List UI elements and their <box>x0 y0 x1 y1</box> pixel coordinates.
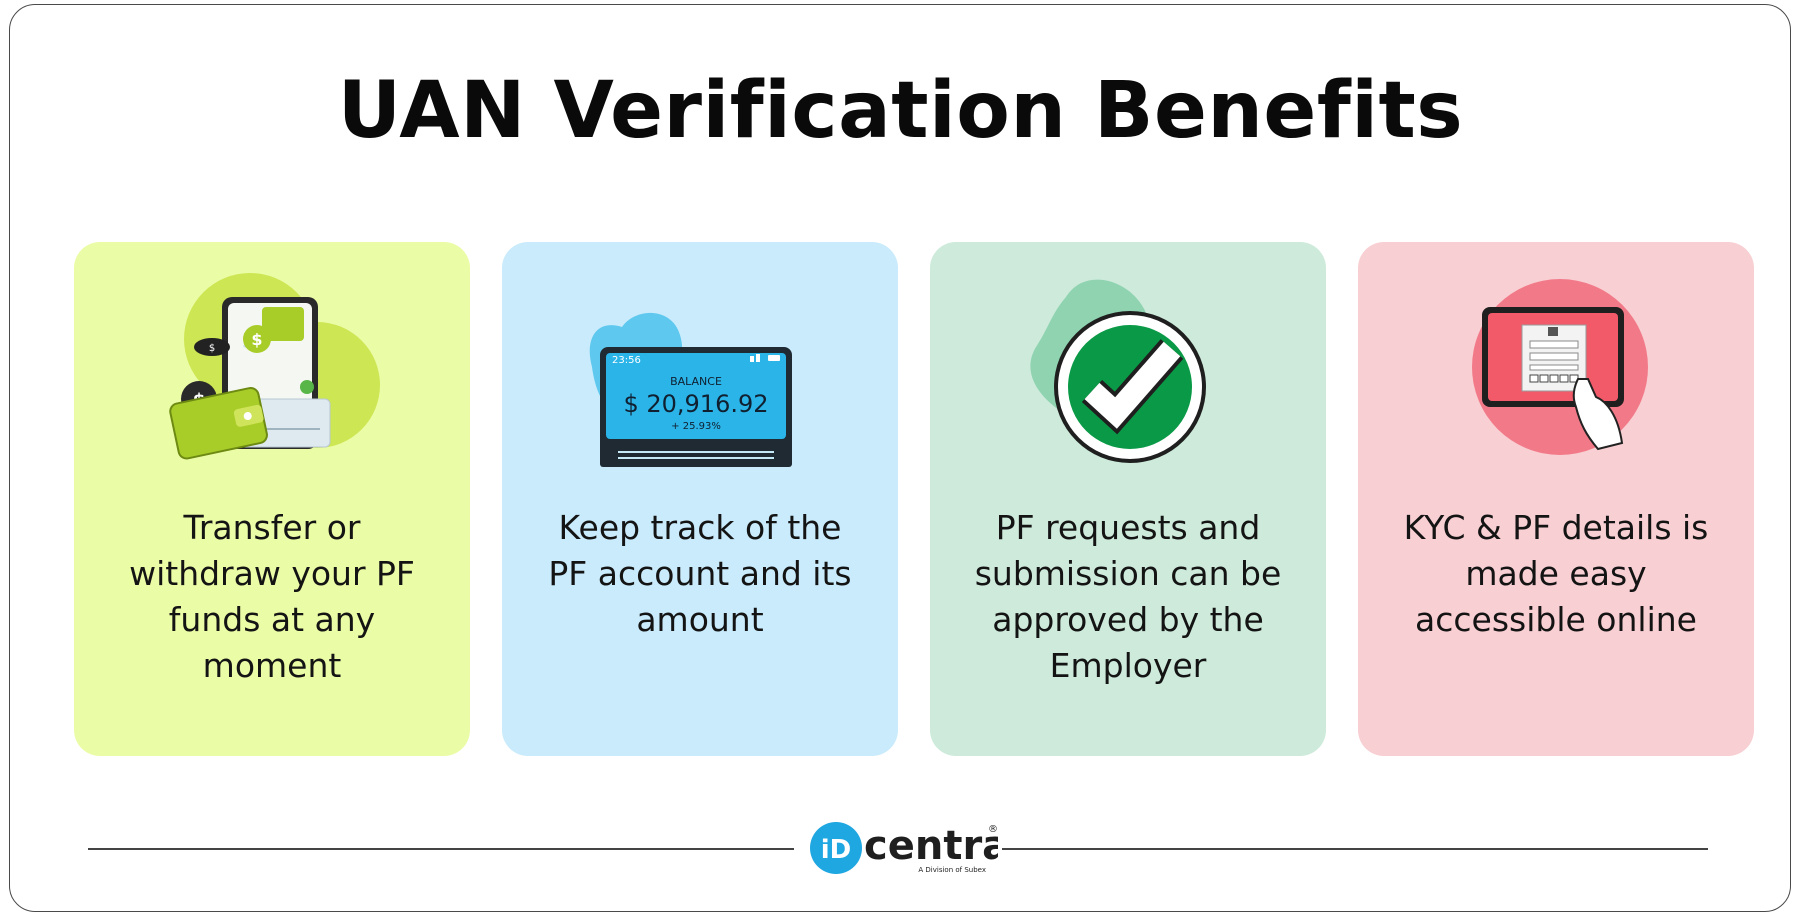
benefit-card-transfer: $ $ $ Transfer or withdraw your PF funds… <box>74 242 470 756</box>
benefit-card-track: 23:56 BALANCE $ 20,916.92 + 25.93% Keep … <box>502 242 898 756</box>
footer-divider-right <box>1002 848 1708 850</box>
logo-tagline: A Division of Subex <box>918 866 986 874</box>
card-text: KYC & PF details is made easy accessible… <box>1403 508 1709 639</box>
clock-text: 23:56 <box>612 355 641 366</box>
logo-registered: ® <box>988 824 998 835</box>
idcentral-logo: iD central ® A Division of Subex <box>810 822 998 874</box>
logo-brand: central <box>864 823 998 869</box>
benefit-card-approval: PF requests and submission can be approv… <box>930 242 1326 756</box>
logo-prefix: iD <box>821 835 852 865</box>
tablet-login-icon <box>1472 279 1648 455</box>
card-text: Transfer or withdraw your PF funds at an… <box>129 508 415 685</box>
card-text: Keep track of the PF account and its amo… <box>548 508 852 639</box>
laptop-balance-icon: 23:56 BALANCE $ 20,916.92 + 25.93% <box>589 312 792 467</box>
page-title: UAN Verification Benefits <box>337 66 1464 156</box>
footer-divider-left <box>88 848 794 850</box>
balance-amount: $ 20,916.92 <box>623 390 768 418</box>
card-text: PF requests and submission can be approv… <box>974 508 1282 685</box>
svg-text:$: $ <box>251 330 262 349</box>
balance-change: + 25.93% <box>671 421 721 432</box>
checkmark-icon <box>1030 279 1206 463</box>
svg-text:$: $ <box>209 343 215 354</box>
wallet-phone-icon: $ $ $ <box>169 273 380 460</box>
benefit-card-kyc: KYC & PF details is made easy accessible… <box>1358 242 1754 756</box>
balance-label: BALANCE <box>670 375 722 388</box>
